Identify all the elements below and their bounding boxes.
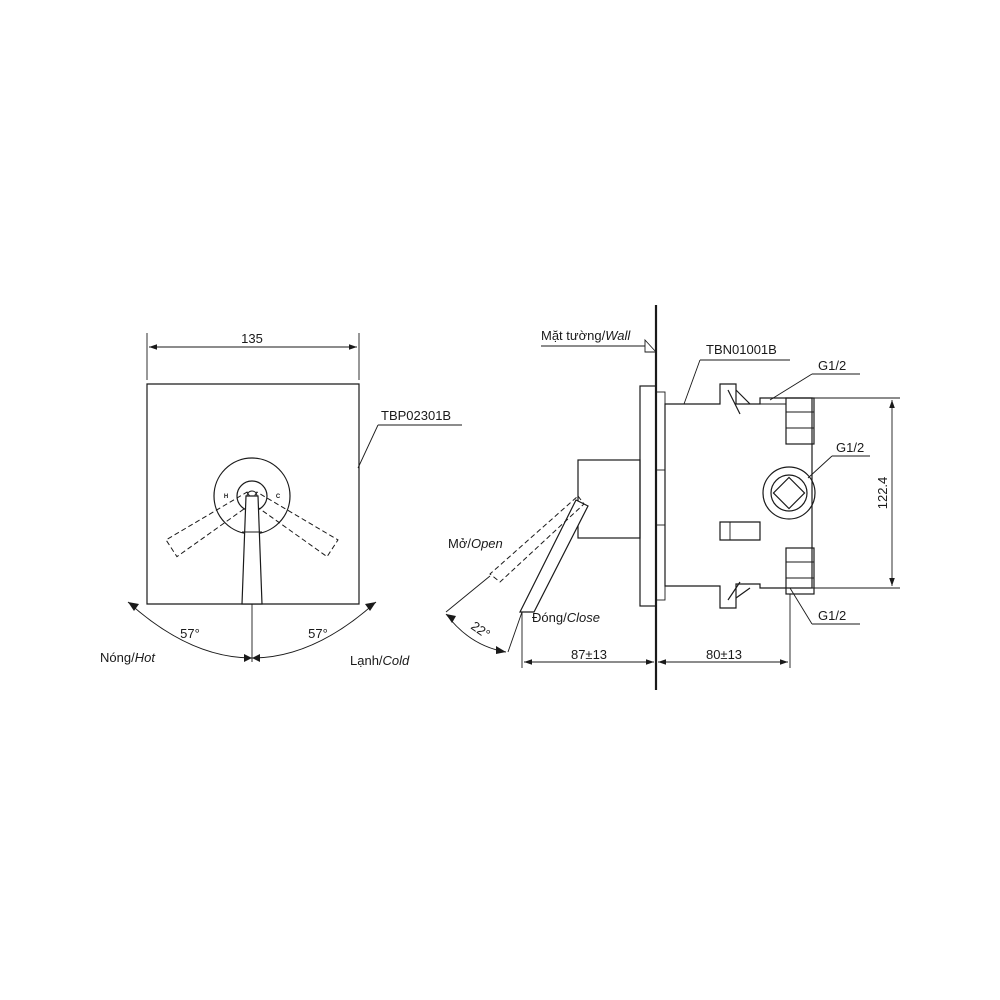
wall-label-en: Wall bbox=[605, 328, 631, 343]
port-top-callout: G1/2 bbox=[769, 358, 860, 401]
body-code-label: TBN01001B bbox=[706, 342, 777, 357]
wall-callout: Mặt tường/Wall bbox=[541, 328, 658, 353]
hot-label: Nóng/Hot bbox=[100, 650, 156, 665]
wall-label-vi: Mặt tường/ bbox=[541, 328, 606, 343]
port-middle-callout: G1/2 bbox=[807, 440, 870, 479]
cold-label-vi: Lạnh/ bbox=[350, 653, 383, 668]
height-dimension: 122.4 bbox=[812, 397, 900, 589]
cold-label: Lạnh/Cold bbox=[350, 653, 410, 668]
plate-flange bbox=[655, 391, 666, 601]
handle-hot-position bbox=[165, 491, 255, 558]
close-label-en: Close bbox=[567, 610, 600, 625]
hot-indicator: H bbox=[224, 494, 228, 500]
rotation-arc: 57° 57° bbox=[127, 601, 377, 662]
lever-handle bbox=[241, 495, 263, 605]
close-label-vi: Đóng/ bbox=[532, 610, 567, 625]
hot-label-vi: Nóng/ bbox=[100, 650, 135, 665]
valve-body bbox=[664, 383, 816, 609]
hot-label-en: Hot bbox=[135, 650, 157, 665]
stem-housing bbox=[577, 459, 641, 539]
depth-dimensions: 87±13 80±13 bbox=[521, 594, 791, 668]
plate-code-callout: TBP02301B bbox=[357, 408, 462, 469]
front-view: 135 TBP02301B H C bbox=[100, 331, 462, 668]
port-top-label: G1/2 bbox=[818, 358, 846, 373]
width-dimension-label: 135 bbox=[241, 331, 263, 346]
port-bottom-callout: G1/2 bbox=[789, 587, 860, 625]
port-bottom-label: G1/2 bbox=[818, 608, 846, 623]
back-depth-label: 80±13 bbox=[706, 647, 742, 662]
plate-side bbox=[639, 385, 657, 607]
open-label: Mở/Open bbox=[448, 536, 503, 551]
height-dimension-label: 122.4 bbox=[875, 477, 890, 510]
wall-label: Mặt tường/Wall bbox=[541, 328, 631, 343]
open-angle: 22° bbox=[445, 575, 523, 654]
open-label-vi: Mở/ bbox=[448, 536, 471, 551]
front-depth-label: 87±13 bbox=[571, 647, 607, 662]
open-angle-label: 22° bbox=[468, 618, 493, 642]
open-label-en: Open bbox=[471, 536, 503, 551]
plate-code-label: TBP02301B bbox=[381, 408, 451, 423]
side-lever-open-position bbox=[489, 495, 585, 583]
cold-label-en: Cold bbox=[383, 653, 411, 668]
body-code-callout: TBN01001B bbox=[683, 342, 790, 405]
cold-indicator: C bbox=[276, 494, 281, 500]
side-view: Mặt tường/Wall bbox=[445, 305, 900, 690]
side-lever bbox=[519, 499, 589, 613]
width-dimension: 135 bbox=[146, 331, 360, 380]
hot-angle-label: 57° bbox=[180, 626, 200, 641]
cold-angle-label: 57° bbox=[308, 626, 328, 641]
handle-cold-position bbox=[249, 491, 339, 558]
port-middle-label: G1/2 bbox=[836, 440, 864, 455]
close-label: Đóng/Close bbox=[532, 610, 600, 625]
